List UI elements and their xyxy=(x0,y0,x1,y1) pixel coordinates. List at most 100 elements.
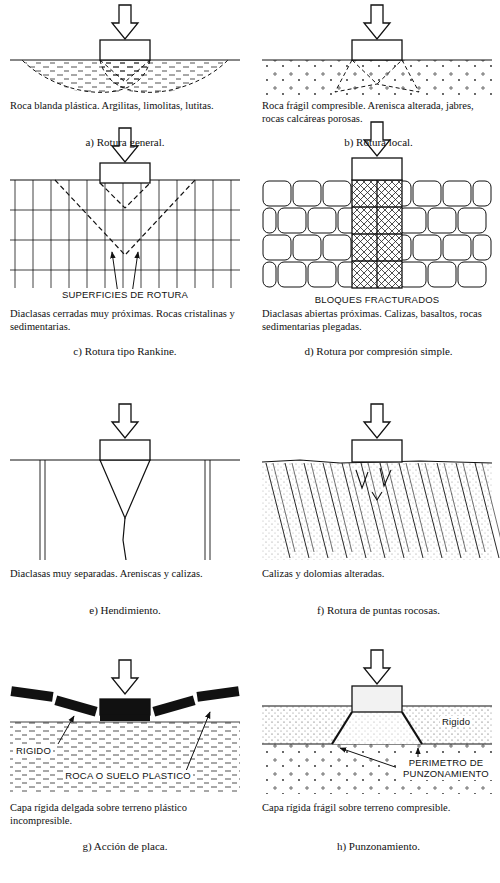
leader-line xyxy=(112,252,118,294)
caption: e) Hendimiento. xyxy=(10,604,240,617)
rock-block xyxy=(413,235,441,260)
wedge xyxy=(100,460,150,518)
description: Diaclasas abiertas próximas. Calizas, ba… xyxy=(262,308,495,333)
rock-slab xyxy=(399,463,423,558)
footing xyxy=(352,686,402,712)
rock-slab xyxy=(323,463,347,558)
joint-line xyxy=(231,180,232,288)
rock-block xyxy=(443,181,471,206)
rock-slab xyxy=(349,463,371,552)
joint-line xyxy=(45,460,46,560)
rigid-plate xyxy=(11,686,54,702)
rock-block xyxy=(473,181,491,206)
block-joint xyxy=(376,180,377,288)
joint-line xyxy=(15,180,16,288)
footing xyxy=(100,40,150,60)
load-arrow xyxy=(112,660,138,694)
rock-block xyxy=(428,262,456,287)
leader-line xyxy=(186,712,210,771)
rock-block xyxy=(293,235,321,260)
joint-line xyxy=(40,460,41,560)
joint-line xyxy=(210,460,211,560)
slip-surface xyxy=(22,60,150,92)
leader-line xyxy=(132,252,138,294)
rock-slab xyxy=(418,463,442,558)
part-label: SUPERFICIES DE ROTURA xyxy=(60,289,190,300)
rock-block xyxy=(308,262,336,287)
slip-surface xyxy=(100,60,228,92)
broken-tip xyxy=(356,468,391,500)
description: Diaclasas muy separadas. Areniscas y cal… xyxy=(10,568,240,581)
rock-slab xyxy=(266,463,290,558)
fractured-blocks xyxy=(352,180,402,288)
load-arrow xyxy=(364,404,390,438)
rock-slab xyxy=(425,463,447,552)
rock-block xyxy=(323,235,351,260)
load-arrow xyxy=(112,5,138,39)
footing xyxy=(352,440,402,462)
rock-block xyxy=(293,181,321,206)
slip-wedge xyxy=(100,60,150,82)
punched-cone xyxy=(332,712,422,744)
joint-line xyxy=(33,180,34,288)
fractured-column xyxy=(352,180,402,288)
part-label: BLOQUES FRACTURADOS xyxy=(313,294,442,305)
punching-perimeter xyxy=(402,712,422,744)
rock-slab xyxy=(292,463,314,552)
load-arrow xyxy=(364,5,390,39)
rock-slab xyxy=(444,463,466,552)
rock-slab xyxy=(482,463,500,552)
rock-slab xyxy=(463,463,485,552)
leader-line xyxy=(58,716,74,744)
description: Capa rígida delgada sobre terreno plásti… xyxy=(10,802,240,827)
slip-surface xyxy=(100,183,150,208)
rock-block xyxy=(473,235,491,260)
caption: g) Acción de placa. xyxy=(10,840,240,853)
part-label: RIGIDO xyxy=(14,745,53,756)
description: Diaclasas cerradas muy próximas. Rocas c… xyxy=(10,308,240,333)
slip-wedge xyxy=(352,60,402,84)
joint-line xyxy=(10,270,240,271)
part-label: Rigido xyxy=(440,716,472,727)
rock-block xyxy=(278,208,306,233)
slip-surface xyxy=(335,60,419,92)
rock-block xyxy=(263,181,291,206)
punching-perimeter xyxy=(332,712,352,744)
caption: h) Punzonamiento. xyxy=(262,840,495,853)
rock-slab xyxy=(304,463,328,558)
soil-texture xyxy=(100,60,228,94)
rock-slab xyxy=(273,463,295,552)
soil-texture xyxy=(262,60,492,96)
description: Calizas y dolomias alteradas. xyxy=(262,568,495,581)
rock-block xyxy=(323,181,351,206)
rock-slab xyxy=(456,463,480,558)
joint-line xyxy=(69,180,70,288)
joint-line xyxy=(213,180,214,288)
footing xyxy=(100,440,150,460)
rock-texture xyxy=(262,462,492,560)
joint-line xyxy=(10,210,240,211)
rock-slab xyxy=(311,463,333,552)
rock-slab xyxy=(380,463,404,558)
load-arrow xyxy=(112,404,138,438)
part-label: PERIMETRO DE PUNZONAMIENTO xyxy=(396,757,496,780)
caption: d) Rotura por compresión simple. xyxy=(262,345,495,358)
punched-cone xyxy=(332,712,422,744)
rock-block xyxy=(413,181,441,206)
joint-line xyxy=(51,180,52,288)
rock-block xyxy=(443,235,471,260)
load-arrow xyxy=(364,650,390,684)
split-crack xyxy=(123,518,126,560)
description: Roca frágil compresible. Arenisca altera… xyxy=(262,100,495,125)
rock-slab xyxy=(285,463,309,558)
leader-line xyxy=(340,748,398,768)
rigid-plate xyxy=(197,686,240,702)
slip-surface xyxy=(55,180,195,255)
description: Roca blanda plástica. Argilitas, limolit… xyxy=(10,100,240,113)
joint-line xyxy=(205,460,206,560)
soil-texture xyxy=(10,722,240,794)
joint-line xyxy=(177,180,178,288)
footing xyxy=(100,699,150,715)
joint-line xyxy=(195,180,196,288)
